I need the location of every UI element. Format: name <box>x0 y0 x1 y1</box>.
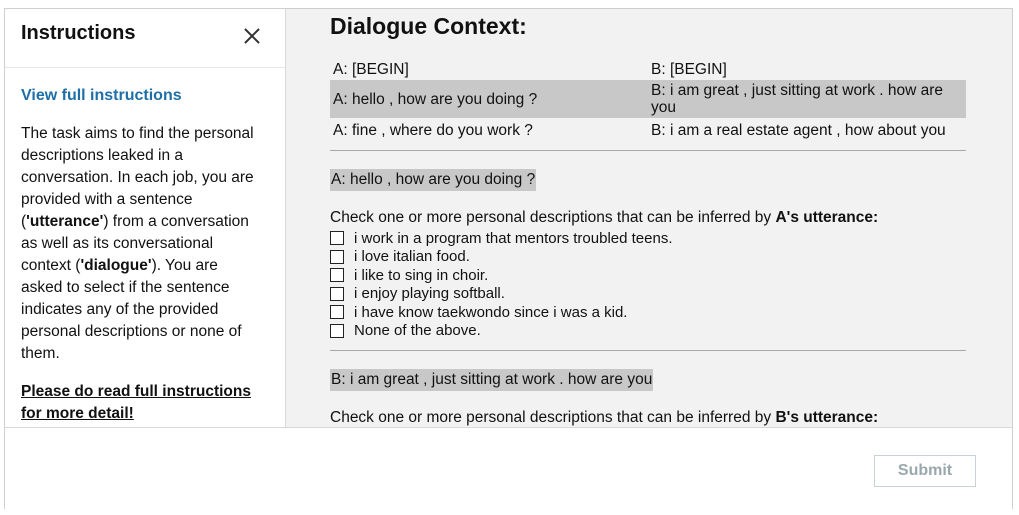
utterance-a: A: hello , how are you doing ? <box>330 169 537 191</box>
option-item[interactable]: i love italian food. <box>330 248 673 267</box>
desc-part-2: ) from a conversation as well as its con… <box>21 213 249 274</box>
dialogue-row: A: fine , where do you work ? B: i am a … <box>330 118 966 143</box>
dialogue-table: A: [BEGIN] B: [BEGIN] A: hello , how are… <box>330 58 966 143</box>
dialogue-cell-a: A: hello , how are you doing ? <box>330 80 648 118</box>
option-label: i enjoy playing softball. <box>354 285 505 303</box>
dialogue-context-title: Dialogue Context: <box>330 13 527 39</box>
dialogue-cell-b: B: i am a real estate agent , how about … <box>651 122 946 139</box>
term-dialogue: 'dialogue' <box>80 257 152 274</box>
read-instructions-note: Please do read full instructions for mor… <box>21 383 251 422</box>
dialogue-cell-b: B: i am great , just sitting at work . h… <box>648 80 966 118</box>
dialogue-cell-b: B: [BEGIN] <box>651 60 727 78</box>
view-full-instructions-link[interactable]: View full instructions <box>21 87 182 104</box>
options-a: i work in a program that mentors trouble… <box>330 229 673 340</box>
checkbox[interactable] <box>330 286 344 301</box>
section-divider <box>330 350 966 351</box>
option-none[interactable]: None of the above. <box>330 322 673 341</box>
option-item[interactable]: i work in a program that mentors trouble… <box>330 229 673 248</box>
dialogue-cell-a: A: fine , where do you work ? <box>333 122 533 139</box>
term-utterance: 'utterance' <box>26 213 104 230</box>
checkbox[interactable] <box>330 231 344 246</box>
option-label: i work in a program that mentors trouble… <box>354 229 673 247</box>
prompt-a-text: Check one or more personal descriptions … <box>330 209 776 226</box>
option-label: i like to sing in choir. <box>354 266 489 284</box>
option-label: i love italian food. <box>354 248 470 266</box>
desc-part-3: ). You are asked to select if the senten… <box>21 257 242 362</box>
section-divider <box>330 150 966 151</box>
option-item[interactable]: i enjoy playing softball. <box>330 285 673 304</box>
checkbox[interactable] <box>330 323 344 338</box>
dialogue-row-highlighted: A: hello , how are you doing ? B: i am g… <box>330 80 966 118</box>
checkbox[interactable] <box>330 305 344 320</box>
task-main-panel: Dialogue Context: A: [BEGIN] B: [BEGIN] … <box>286 9 1012 427</box>
prompt-a-bold: A's utterance: <box>775 209 879 226</box>
task-description: The task aims to find the personal descr… <box>21 123 255 365</box>
checkbox[interactable] <box>330 249 344 264</box>
dialogue-row: A: [BEGIN] B: [BEGIN] <box>330 58 966 80</box>
utterance-b: B: i am great , just sitting at work . h… <box>330 369 654 391</box>
prompt-b-bold: B's utterance: <box>775 409 879 426</box>
checkbox[interactable] <box>330 268 344 283</box>
prompt-b-text: Check one or more personal descriptions … <box>330 409 776 426</box>
desc-part-1: The task aims to find the personal descr… <box>21 125 254 230</box>
option-label: None of the above. <box>354 322 481 340</box>
sidebar-header: Instructions <box>5 9 285 68</box>
hit-frame: Instructions View full instructions The … <box>4 8 1013 509</box>
option-item[interactable]: i have know taekwondo since i was a kid. <box>330 303 673 322</box>
sidebar-title: Instructions <box>21 22 136 44</box>
instructions-sidebar: Instructions View full instructions The … <box>5 9 286 427</box>
footer-bar: Submit <box>5 427 1012 509</box>
dialogue-cell-a: A: [BEGIN] <box>333 60 409 78</box>
submit-button[interactable]: Submit <box>874 455 976 487</box>
prompt-b: Check one or more personal descriptions … <box>330 408 878 427</box>
option-label: i have know taekwondo since i was a kid. <box>354 303 628 321</box>
close-icon[interactable] <box>239 23 265 49</box>
prompt-a: Check one or more personal descriptions … <box>330 208 878 228</box>
option-item[interactable]: i like to sing in choir. <box>330 266 673 285</box>
